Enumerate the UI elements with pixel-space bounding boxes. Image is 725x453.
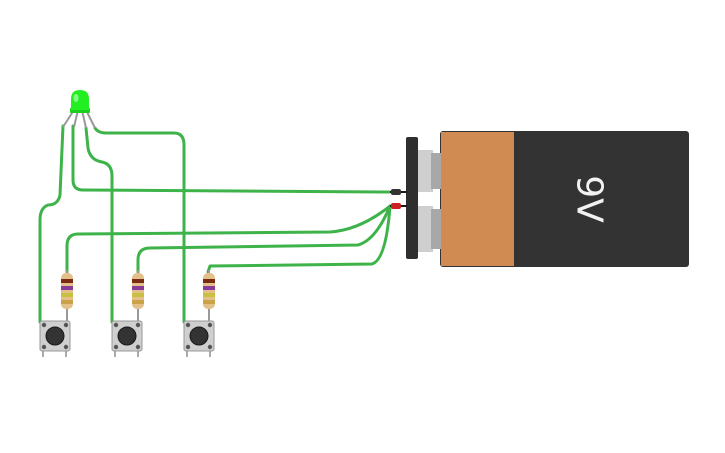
pushbutton-screw — [207, 344, 213, 350]
resistor-band — [203, 279, 215, 283]
wire-battery-positive-to-resistor3[interactable] — [206, 204, 392, 274]
wire-led-leg3-to-button2[interactable] — [84, 126, 114, 324]
resistor-band — [61, 279, 73, 283]
resistor-band — [203, 293, 215, 297]
resistors — [61, 270, 215, 322]
battery-positive-lead[interactable] — [391, 203, 401, 209]
wire-battery-positive-to-resistor1[interactable] — [65, 204, 392, 274]
pushbutton-screw — [185, 322, 191, 328]
wire-led-leg1-to-button1[interactable] — [38, 124, 65, 324]
resistor-band — [61, 293, 73, 297]
resistor-band — [132, 293, 144, 297]
resistor[interactable] — [61, 270, 73, 322]
resistor[interactable] — [132, 270, 144, 322]
pushbutton-cap[interactable] — [117, 326, 137, 346]
wire-led-leg4-to-button3[interactable] — [93, 126, 186, 324]
pushbutton-screw — [135, 322, 141, 328]
battery-snap-connector — [406, 137, 418, 259]
resistor[interactable] — [203, 270, 215, 322]
pushbutton-screw — [113, 322, 119, 328]
wire-led-cathode-to-battery-negative[interactable] — [71, 124, 392, 194]
pushbutton-screw — [41, 322, 47, 328]
battery-terminal-collar — [431, 209, 441, 249]
pushbutton[interactable] — [183, 320, 215, 357]
battery-negative-lead[interactable] — [391, 189, 401, 195]
resistor-band — [203, 300, 215, 304]
pushbuttons — [39, 320, 215, 357]
pushbutton-cap[interactable] — [189, 326, 209, 346]
resistor-band — [61, 286, 73, 290]
led[interactable] — [62, 90, 96, 129]
pushbutton-screw — [41, 344, 47, 350]
led-highlight — [73, 94, 79, 102]
wires — [38, 124, 392, 324]
battery-terminal-snap — [417, 150, 433, 192]
battery-9v[interactable]: 9V — [406, 131, 689, 267]
pushbutton-cap[interactable] — [45, 326, 65, 346]
battery-voltage-label: 9V — [569, 175, 610, 223]
pushbutton-screw — [185, 344, 191, 350]
battery-leads — [390, 189, 407, 209]
battery-terminal-snap — [417, 206, 433, 252]
pushbutton-screw — [63, 322, 69, 328]
pushbutton-screw — [207, 322, 213, 328]
wire-battery-positive-to-resistor2[interactable] — [136, 204, 392, 274]
pushbutton-screw — [63, 344, 69, 350]
pushbutton-screw — [113, 344, 119, 350]
pushbutton[interactable] — [39, 320, 71, 357]
pushbutton-screw — [135, 344, 141, 350]
resistor-band — [61, 300, 73, 304]
resistor-band — [132, 279, 144, 283]
battery-label-band — [441, 132, 514, 266]
pushbutton[interactable] — [111, 320, 143, 357]
led-dome — [71, 90, 89, 110]
battery-terminal-collar — [431, 153, 441, 189]
resistor-band — [132, 286, 144, 290]
resistor-band — [203, 286, 215, 290]
resistor-band — [132, 300, 144, 304]
